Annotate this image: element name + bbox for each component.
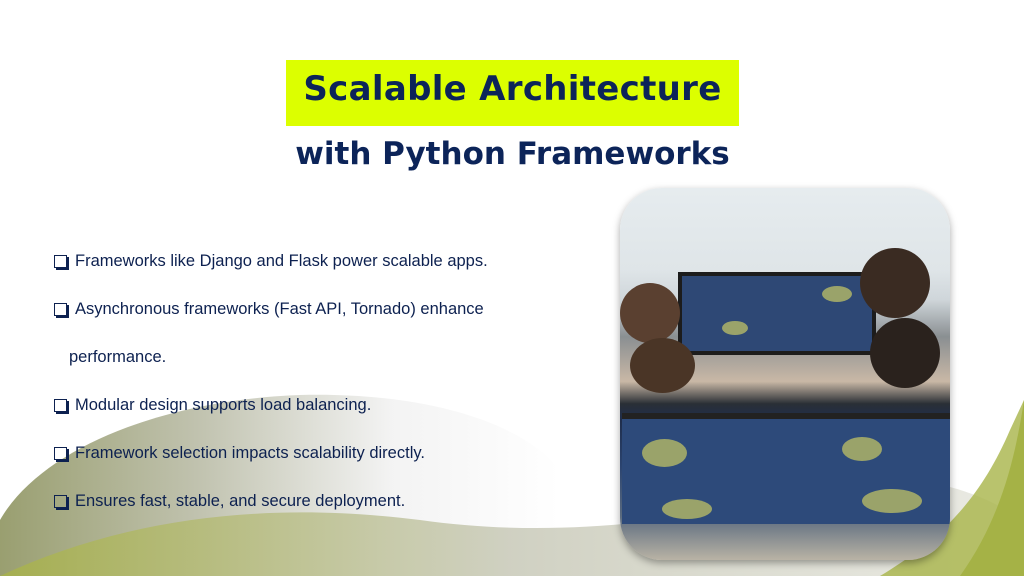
monitor-front (622, 413, 950, 524)
checkbox-bullet-icon (54, 495, 67, 508)
person-1 (620, 283, 680, 343)
bullet-item: Ensures fast, stable, and secure deploym… (54, 492, 405, 511)
bullet-text: Framework selection impacts scalability … (75, 444, 425, 462)
bullet-text: Frameworks like Django and Flask power s… (75, 252, 488, 270)
checkbox-bullet-icon (54, 255, 67, 268)
team-at-computer-photo (620, 188, 950, 560)
person-3 (630, 338, 695, 393)
checkbox-bullet-icon (54, 447, 67, 460)
bullet-item: Asynchronous frameworks (Fast API, Torna… (54, 300, 484, 319)
slide-subtitle: with Python Frameworks (295, 136, 730, 172)
title-highlight: Scalable Architecture (286, 60, 739, 126)
bullet-continuation: performance. (69, 348, 166, 367)
bullet-text: Modular design supports load balancing. (75, 396, 372, 414)
bullet-text: Ensures fast, stable, and secure deploym… (75, 492, 406, 510)
monitor-back (678, 272, 876, 355)
bullet-item: Frameworks like Django and Flask power s… (54, 252, 488, 271)
bullet-item: Framework selection impacts scalability … (54, 444, 425, 463)
bullet-text: Asynchronous frameworks (Fast API, Torna… (75, 300, 484, 318)
checkbox-bullet-icon (54, 303, 67, 316)
checkbox-bullet-icon (54, 399, 67, 412)
person-4 (870, 318, 940, 388)
bullet-item: Modular design supports load balancing. (54, 396, 371, 415)
slide-title: Scalable Architecture (303, 69, 722, 109)
person-2 (860, 248, 930, 318)
bullet-text: performance. (69, 348, 167, 366)
